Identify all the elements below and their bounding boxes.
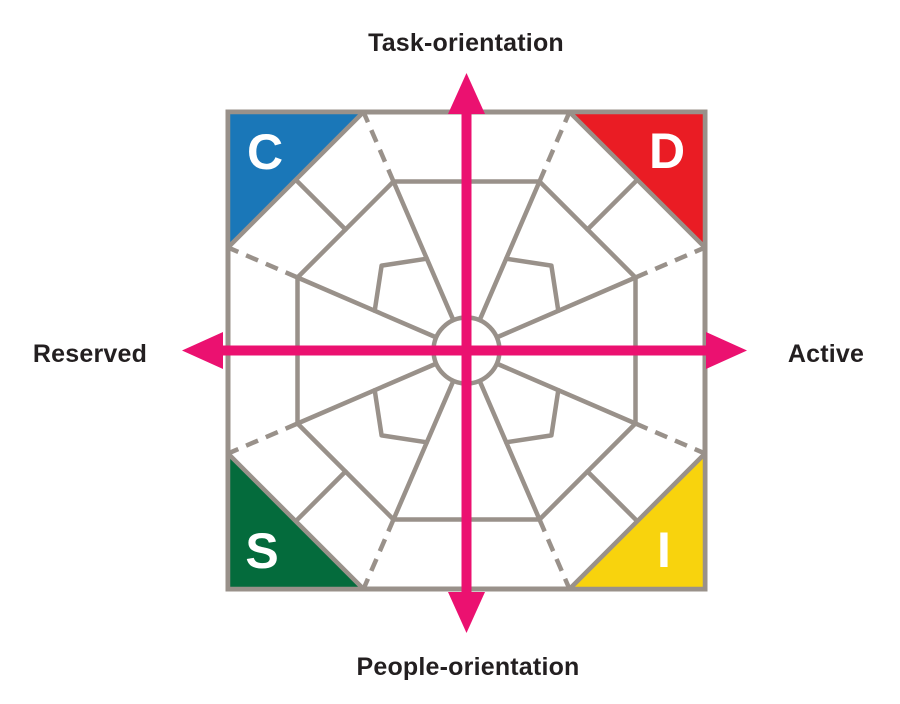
quadrant-triangle-c: [225, 109, 366, 250]
quadrant-letter-s: S: [245, 523, 278, 579]
web-inner-notches: [372, 256, 561, 445]
axis-label-task-orientation: Task-orientation: [368, 29, 564, 57]
arrowhead-down-icon: [448, 592, 485, 633]
quadrant-letter-i: I: [657, 522, 671, 578]
axis-label-active: Active: [788, 340, 864, 368]
web-spokes: [295, 179, 638, 522]
quadrant-triangle-d: [567, 109, 708, 250]
axis-cross: [182, 73, 747, 633]
quadrant-letter-d: D: [649, 123, 685, 179]
arrowhead-left-icon: [182, 332, 223, 369]
web-corner-connectors: [293, 177, 640, 524]
quadrant-letter-c: C: [247, 124, 283, 180]
arrowhead-right-icon: [706, 332, 747, 369]
arrowhead-up-icon: [448, 73, 485, 114]
axis-label-reserved: Reserved: [33, 340, 147, 368]
quadrant-triangle-i: [567, 451, 708, 592]
axis-label-people-orientation: People-orientation: [356, 653, 579, 681]
quadrant-triangle-s: [225, 451, 366, 592]
